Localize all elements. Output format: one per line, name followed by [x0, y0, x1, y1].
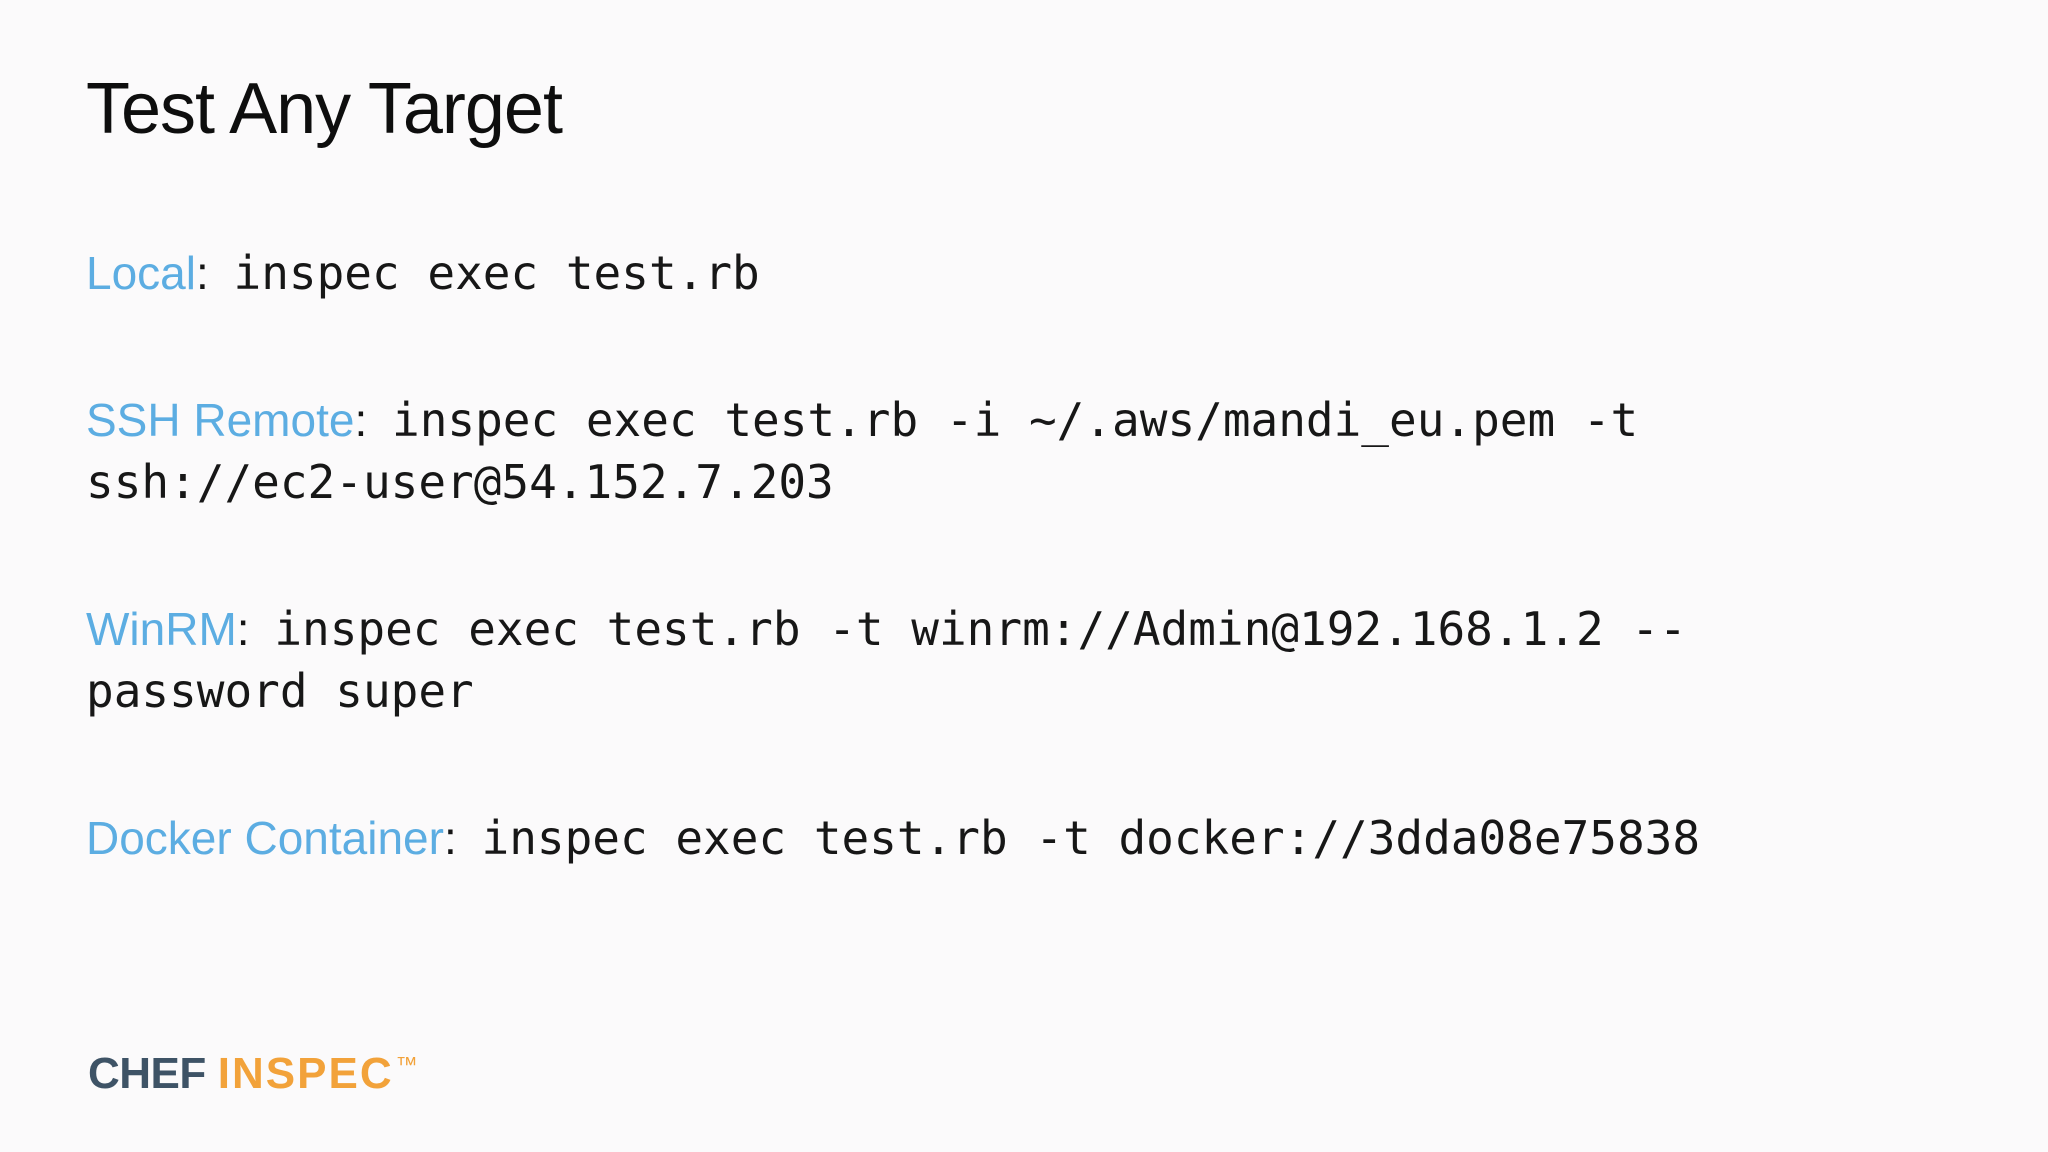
target-label-local: Local: [86, 247, 196, 299]
target-entry-winrm: WinRM: inspec exec test.rb -t winrm://Ad…: [86, 598, 1866, 722]
label-separator: :: [443, 812, 470, 864]
target-entry-ssh-remote: SSH Remote: inspec exec test.rb -i ~/.aw…: [86, 389, 1866, 513]
command-text-docker-container: inspec exec test.rb -t docker://3dda08e7…: [481, 811, 1701, 865]
command-text-ssh-remote: inspec exec test.rb -i ~/.aws/mandi_eu.p…: [86, 393, 1639, 509]
target-label-winrm: WinRM: [86, 603, 237, 655]
target-label-docker-container: Docker Container: [86, 812, 444, 864]
inspec-wordmark: INSPEC: [217, 1049, 394, 1098]
label-separator: :: [195, 247, 222, 299]
label-separator: :: [354, 394, 380, 446]
label-separator: :: [236, 603, 263, 655]
target-label-ssh-remote: SSH Remote: [86, 394, 355, 446]
command-text-local: inspec exec test.rb: [233, 246, 760, 300]
chef-wordmark: CHEF: [88, 1049, 206, 1098]
slide-title: Test Any Target: [86, 69, 563, 149]
target-entry-docker-container: Docker Container: inspec exec test.rb -t…: [86, 807, 1866, 869]
trademark-symbol: ™: [395, 1052, 418, 1077]
target-list: Local: inspec exec test.rb SSH Remote: i…: [86, 242, 1866, 869]
target-entry-local: Local: inspec exec test.rb: [86, 242, 1866, 304]
command-text-winrm: inspec exec test.rb -t winrm://Admin@192…: [86, 602, 1687, 718]
